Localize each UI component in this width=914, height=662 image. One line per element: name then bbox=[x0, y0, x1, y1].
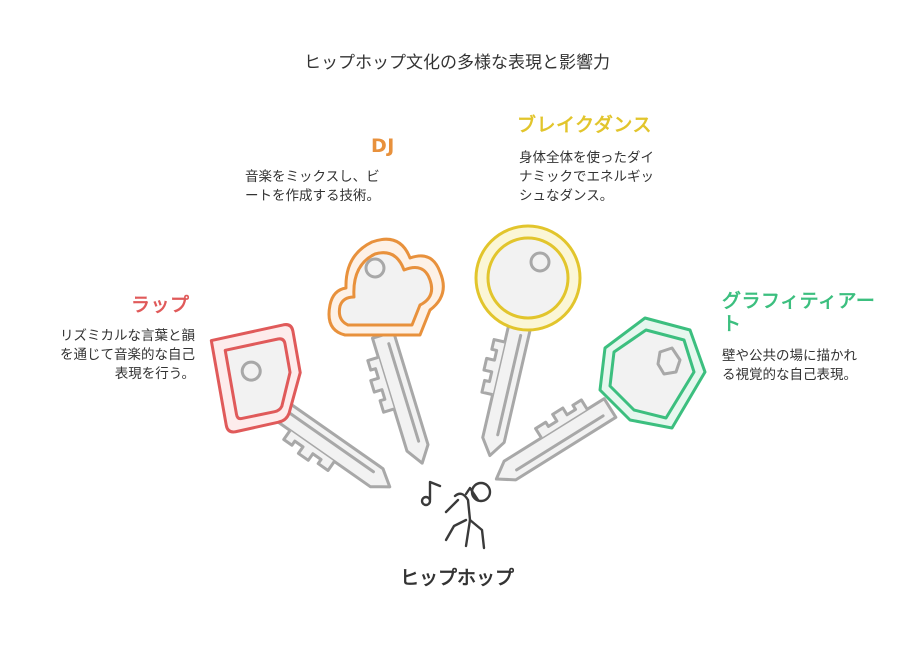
graffiti-heading: グラフィティアー ト bbox=[722, 290, 875, 336]
breakdance-key bbox=[463, 224, 582, 460]
breakdance-description-line: シュなダンス。 bbox=[519, 188, 614, 204]
dj-key-hole bbox=[364, 257, 386, 279]
rap-description-line: 表現を行う。 bbox=[114, 366, 195, 382]
graffiti-heading-line: グラフィティアー bbox=[722, 290, 876, 312]
rap-heading: ラップ bbox=[131, 294, 190, 316]
page-title: ヒップホップ文化の多様な表現と影響力 bbox=[304, 53, 610, 73]
graffiti-description-line: 壁や公共の場に描かれ bbox=[722, 348, 857, 364]
rap-description-line: を通じて音楽的な自己 bbox=[60, 347, 195, 363]
breakdance-description-line: 身体全体を使ったダイ bbox=[519, 150, 654, 166]
breakdance-description: 身体全体を使ったダイ ナミックでエネルギッ シュなダンス。 bbox=[519, 149, 689, 206]
graffiti-description: 壁や公共の場に描かれ る視覚的な自己表現。 bbox=[722, 347, 892, 385]
dj-key-head-inner bbox=[337, 251, 434, 327]
graffiti-key bbox=[481, 316, 707, 490]
breakdance-description-line: ナミックでエネルギッ bbox=[519, 169, 654, 185]
dj-description: 音楽をミックスし、ビ ートを作成する技術。 bbox=[245, 168, 405, 206]
breakdance-key-blade bbox=[463, 317, 533, 460]
breakdance-heading: ブレイクダンス bbox=[517, 114, 652, 136]
breakdance-key-hole bbox=[529, 251, 551, 273]
graffiti-key-hole bbox=[656, 346, 682, 376]
breakdance-key-head-inner bbox=[486, 236, 570, 320]
dj-key-blade bbox=[357, 330, 435, 472]
dj-heading: DJ bbox=[371, 135, 395, 157]
dj-description-line: 音楽をミックスし、ビ bbox=[245, 169, 380, 185]
graffiti-heading-line: ト bbox=[722, 313, 742, 335]
rap-description: リズミカルな言葉と韻 を通じて音楽的な自己 表現を行う。 bbox=[40, 327, 195, 384]
dj-key bbox=[327, 237, 445, 472]
hiphop-dancer-icon bbox=[420, 480, 492, 550]
dj-description-line: ートを作成する技術。 bbox=[245, 188, 380, 204]
graffiti-description-line: る視覚的な自己表現。 bbox=[722, 367, 857, 383]
rap-key bbox=[209, 323, 398, 509]
hub-label: ヒップホップ bbox=[399, 567, 514, 589]
rap-description-line: リズミカルな言葉と韻 bbox=[60, 328, 195, 344]
rap-key-head bbox=[209, 323, 302, 434]
